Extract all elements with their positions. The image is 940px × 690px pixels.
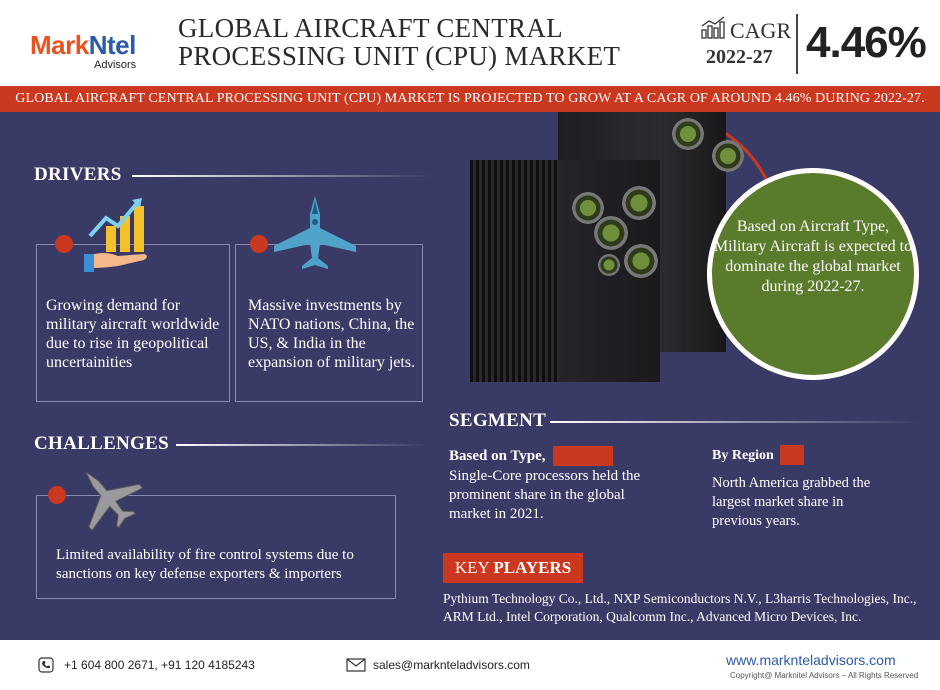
callout-text: Based on Aircraft Type, Military Aircraf… [713, 218, 913, 295]
growth-chart-hand-icon [84, 198, 147, 272]
challenges-rule [176, 444, 426, 446]
footer-phone[interactable]: +1 604 800 2671, +91 120 4185243 [64, 658, 255, 672]
logo-ntel: Ntel [88, 30, 137, 60]
header: MarkNtel Advisors GLOBAL AIRCRAFT CENTRA… [0, 0, 940, 86]
footer [0, 640, 940, 690]
headline-banner: GLOBAL AIRCRAFT CENTRAL PROCESSING UNIT … [0, 86, 940, 112]
challenge-card [36, 495, 396, 599]
footer-website-link[interactable]: www.marknteladvisors.com [726, 652, 896, 668]
segment-type-text: Single-Core processors held the prominen… [449, 468, 641, 522]
mail-icon [346, 658, 366, 672]
drivers-heading: DRIVERS [34, 164, 122, 185]
footer-copyright: Copyright@ Marknitel Advisors – All Righ… [730, 671, 919, 680]
driver-text-2: Massive investments by NATO nations, Chi… [248, 297, 416, 371]
connector [622, 186, 656, 220]
key-players-text: Pythium Technology Co., Ltd., NXP Semico… [443, 591, 917, 624]
cpu-unit-fins [470, 160, 558, 382]
connector [712, 140, 744, 172]
challenges-heading: CHALLENGES [34, 433, 169, 454]
segment-region-title: By Region [712, 448, 774, 463]
cagr-value: 4.46% [806, 18, 927, 67]
phone-icon [38, 657, 54, 673]
fighter-jet-grey-icon [85, 471, 144, 532]
connector [624, 244, 658, 278]
bullet-dot [250, 235, 268, 253]
connector [572, 192, 604, 224]
accent-strip [780, 445, 804, 465]
driver-card-1 [36, 244, 230, 402]
segment-heading: SEGMENT [449, 410, 547, 431]
connector [594, 216, 628, 250]
cagr-label: CAGR [730, 18, 792, 43]
accent-strip [553, 446, 613, 466]
segment-rule [550, 421, 920, 423]
driver-text-1: Growing demand for military aircraft wor… [46, 297, 220, 371]
drivers-rule [132, 175, 432, 177]
segment-region-text: North America grabbed the largest market… [712, 475, 871, 529]
cagr-years: 2022-27 [706, 46, 773, 68]
key-players-heading-b: PLAYERS [493, 558, 572, 577]
bar-chart-icon [701, 16, 725, 39]
bullet-dot [48, 486, 66, 504]
bullet-dot [55, 235, 73, 253]
segment-type-title: Based on Type, [449, 448, 546, 464]
key-players-heading-a: KEY [454, 558, 494, 577]
fighter-jet-icon [274, 196, 356, 269]
page-title: GLOBAL AIRCRAFT CENTRAL PROCESSING UNIT … [178, 14, 620, 70]
divider [796, 14, 798, 74]
connector [598, 254, 620, 276]
logo-mark: Mark [30, 30, 89, 60]
title-line1: GLOBAL AIRCRAFT CENTRAL [178, 13, 563, 43]
logo-sub: Advisors [94, 59, 137, 71]
callout-circle: Based on Aircraft Type, Military Aircraf… [707, 168, 919, 380]
challenge-text: Limited availability of fire control sys… [56, 547, 354, 582]
footer-email[interactable]: sales@marknteladvisors.com [373, 658, 530, 672]
title-line2: PROCESSING UNIT (CPU) MARKET [178, 41, 621, 71]
key-players-heading: KEY PLAYERS [443, 553, 583, 583]
connector [672, 118, 704, 150]
company-logo[interactable]: MarkNtel Advisors [30, 32, 136, 71]
